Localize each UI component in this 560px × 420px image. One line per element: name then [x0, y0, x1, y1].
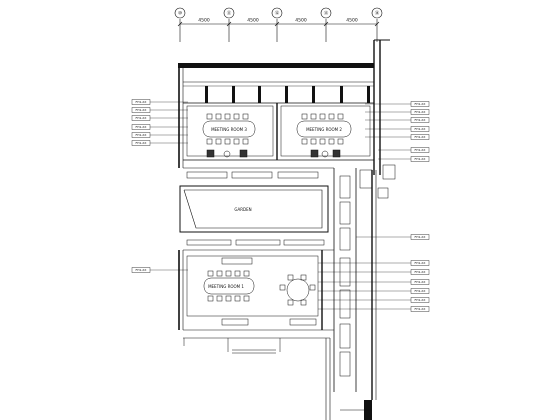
right-tag-leaders [318, 103, 411, 310]
dimension-label: 4500 [295, 18, 307, 24]
room-label-garden: GARDEN [234, 207, 251, 212]
tag-label: FH1-XX [415, 148, 426, 152]
service-corridor-units [339, 164, 396, 377]
tag-label: FH1-XX [136, 116, 147, 120]
walls [178, 39, 390, 420]
tag-label: FH1-XX [415, 307, 426, 311]
axis-label: ⑩ [178, 11, 182, 17]
tag-label: FH1-XX [415, 118, 426, 122]
tag-label: FH1-XX [415, 270, 426, 274]
tag-label: FH1-XX [415, 110, 426, 114]
axis-label: ⑭ [375, 10, 380, 17]
tag-label: FH1-XX [415, 157, 426, 161]
tag-label: FH1-XX [415, 261, 426, 265]
tag-label: FH1-XX [136, 100, 147, 104]
tag-label: FH1-XX [415, 289, 426, 293]
grid-axis-labels: ⑩ ⑪ ⑫ ⑬ ⑭ 4500 4500 4500 4500 [178, 10, 380, 24]
axis-label: ⑬ [324, 10, 329, 17]
tag-label: FH1-XX [136, 141, 147, 145]
window-mullions [205, 86, 370, 103]
tag-label: FH1-XX [136, 133, 147, 137]
garden-area [179, 185, 329, 233]
tag-label: FH1-XX [415, 135, 426, 139]
tag-label: FH1-XX [415, 102, 426, 106]
tag-label: FH1-XX [136, 268, 147, 272]
meeting-room-3 [186, 105, 274, 158]
room-label-meeting-room-3: MEETING ROOM 3 [211, 127, 247, 132]
tag-label: FH1-XX [136, 108, 147, 112]
dimension-label: 4500 [247, 18, 259, 24]
left-tags: FH1-XX FH1-XX FH1-XX FH1-XX FH1-XX FH1-X… [131, 99, 151, 273]
right-tags: FH1-XX FH1-XX FH1-XX FH1-XX FH1-XX FH1-X… [410, 101, 430, 312]
left-tag-leaders [150, 101, 188, 271]
room-label-meeting-room-1: MEETING ROOM 1 [208, 284, 244, 289]
grid-axes [174, 7, 383, 42]
axis-label: ⑪ [227, 10, 232, 17]
meeting-room-1 [186, 255, 319, 326]
tag-label: FH1-XX [415, 280, 426, 284]
axis-label: ⑫ [275, 10, 280, 17]
partition-panels [186, 239, 325, 246]
meeting-room-2 [280, 105, 371, 158]
tag-label: FH1-XX [415, 235, 426, 239]
corridor-panels [186, 171, 319, 179]
tag-label: FH1-XX [415, 298, 426, 302]
tag-label: FH1-XX [415, 127, 426, 131]
dimension-label: 4500 [346, 18, 358, 24]
tag-label: FH1-XX [136, 125, 147, 129]
room-label-meeting-room-2: MEETING ROOM 2 [306, 127, 342, 132]
dimension-label: 4500 [198, 18, 210, 24]
